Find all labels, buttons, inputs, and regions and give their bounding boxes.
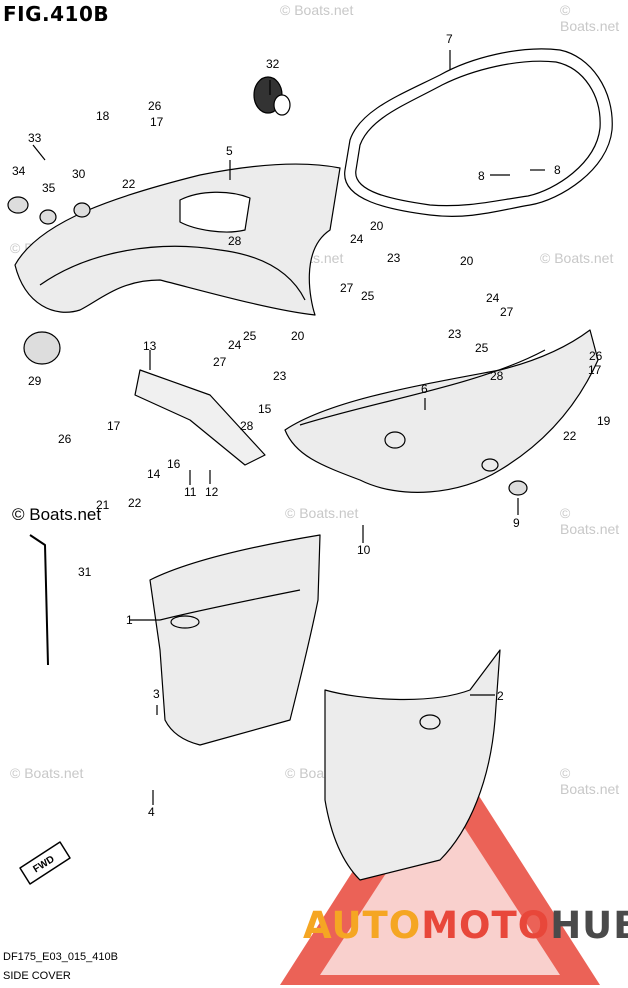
callout-label: 32 [266,57,280,71]
part-13-bracket [134,369,266,466]
callout-label: 27 [340,281,354,295]
callout-label: 20 [291,329,305,343]
callout-label: 10 [357,543,371,557]
brand-part-hub: HUB [550,904,628,947]
callout-label: 25 [475,341,489,355]
callout-label: 31 [78,565,92,579]
callout-label: 7 [446,32,453,46]
watermark: © Boats.net [280,2,354,18]
callout-label: 35 [42,181,56,195]
watermark: © Boats.net [560,2,620,34]
callout-label: 23 [387,251,401,265]
callout-label: 14 [147,467,161,481]
callout-label: 25 [361,289,375,303]
callout-label: 1 [126,613,133,627]
callout-label: 8 [554,163,561,177]
brand-part-auto: AUTO [303,904,422,947]
callout-label: 19 [597,414,611,428]
callout-label: 28 [490,369,504,383]
part-30-plug [73,202,91,218]
callout-label: 15 [258,402,272,416]
callout-label: 2 [497,689,504,703]
callout-label: 17 [588,363,602,377]
brand-logo: AUTOMOTOHUB [303,904,628,947]
callout-label: 5 [226,144,233,158]
diagram-code: DF175_E03_015_410B [3,951,118,963]
callout-label: 12 [205,485,219,499]
watermark: © Boats.net [285,505,359,521]
diagram-caption: SIDE COVER [3,970,71,982]
watermark: © Boats.net [560,505,620,537]
part-7-seal-inner [355,60,601,207]
watermark: © Boats.net [10,765,84,781]
callout-label: 6 [421,382,428,396]
callout-label: 9 [513,516,520,530]
fwd-arrow [19,841,71,885]
callout-label: 18 [96,109,110,123]
brand-part-moto: MOTO [421,904,551,947]
callout-label: 11 [184,485,197,499]
part-5-upper-cover [14,163,341,316]
callout-label: 20 [370,219,384,233]
callout-label: 26 [148,99,162,113]
callout-label: 27 [213,355,227,369]
callout-label: 24 [228,338,242,352]
part-7-seal [344,48,613,217]
part-2-lower-cover [324,649,501,881]
callout-label: 26 [58,432,72,446]
callout-label: 8 [478,169,485,183]
callout-label: 22 [563,429,577,443]
callout-label: 22 [128,496,142,510]
part-9-plug [508,480,528,496]
callout-label: 34 [12,164,26,178]
callout-label: 3 [153,687,160,701]
callout-label: 4 [148,805,155,819]
callout-label: 29 [28,374,42,388]
callout-labels: 1 2 3 4 5 6 7 8 8 9 10 11 12 13 14 15 16… [12,32,611,875]
callout-label: 27 [500,305,514,319]
callout-label: 25 [243,329,257,343]
callout-label: 13 [143,339,157,353]
callout-label: 22 [122,177,136,191]
part-1-lower-cover [149,534,321,746]
callout-label: 24 [350,232,364,246]
callout-label: 17 [150,115,164,129]
callout-label: 23 [448,327,462,341]
callout-label: 20 [460,254,474,268]
callout-label: 28 [228,234,242,248]
callout-label: 17 [107,419,121,433]
watermark-main: © Boats.net [12,505,102,524]
callout-label: 23 [273,369,287,383]
callout-label: 33 [28,131,42,145]
callout-label: 30 [72,167,86,181]
figure-title: FIG.410B [3,2,110,26]
part-31-cable-tie [29,534,49,666]
part-6-side-cover [284,329,599,493]
callout-label: 16 [167,457,181,471]
part-34-grommet [7,196,29,214]
callout-label: 21 [96,498,110,512]
watermark: © Boats.net [560,765,620,797]
part-29-grommet [23,331,61,365]
callout-label: 28 [240,419,254,433]
callout-label: 26 [589,349,603,363]
part-35-plug [39,209,57,225]
callout-label: 24 [486,291,500,305]
watermark: © Boats.net [540,250,614,266]
